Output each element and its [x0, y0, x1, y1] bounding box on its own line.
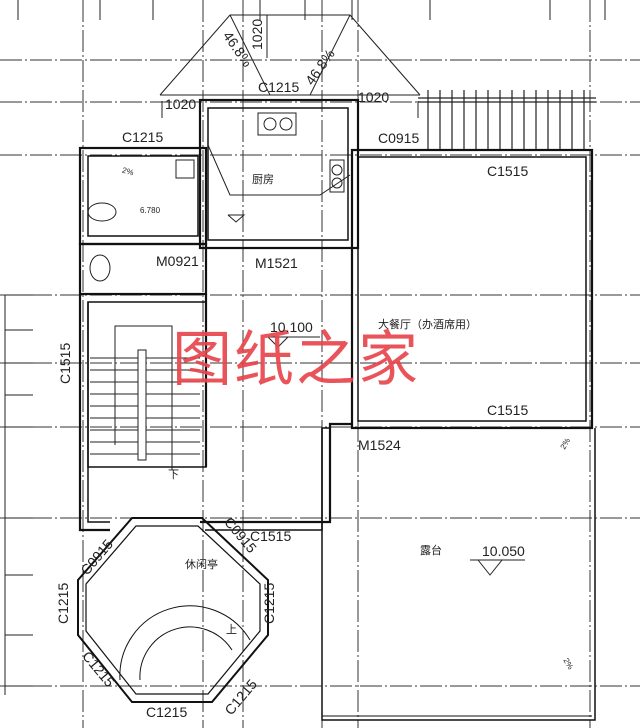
window-stair-left: C1515 — [57, 342, 73, 384]
pavilion-octagon — [77, 517, 269, 703]
window-dining-bottom: C1515 — [487, 402, 529, 418]
fixtures — [87, 112, 525, 576]
walls — [78, 98, 596, 721]
roof-dim-top: 1020 — [249, 18, 265, 50]
door-kitchen: M1521 — [255, 255, 298, 271]
watermark: 图纸之家 — [172, 325, 420, 395]
window-bath-top: C1215 — [122, 129, 164, 145]
window-top-roof: C1215 — [258, 79, 300, 95]
window-pav-w: C1215 — [55, 582, 71, 624]
door-bathroom: M0921 — [156, 253, 199, 269]
window-kitchen-right: C0915 — [378, 130, 420, 146]
room-label-dining: 大餐厅（办酒席用） — [378, 319, 477, 331]
stair-up-label: 上 — [226, 624, 237, 636]
room-label-terrace: 露台 — [420, 545, 442, 557]
window-dining-top: C1515 — [487, 163, 529, 179]
window-pav-e: C1215 — [261, 582, 277, 624]
roof-dim-right: 1020 — [358, 89, 390, 105]
room-label-pavilion: 休闲亭 — [185, 559, 218, 571]
window-pav-s: C1215 — [146, 704, 188, 720]
roof-dim-left: 1020 — [165, 96, 197, 112]
elevation-terrace: 10.050 — [482, 543, 525, 559]
pergola — [418, 90, 596, 150]
window-pavilion-right-top: C1515 — [250, 528, 292, 544]
roof-hip — [159, 14, 421, 118]
elevation-bathroom: 6.780 — [140, 206, 161, 215]
room-label-kitchen: 厨房 — [252, 174, 274, 186]
door-dining: M1524 — [358, 437, 401, 453]
elevation-main: 10.100 — [270, 319, 313, 335]
left-dimension-chain — [4, 294, 33, 695]
top-tick-marks — [17, 0, 606, 20]
stair-treads — [90, 325, 200, 470]
stair-down-label: 下 — [168, 469, 179, 481]
